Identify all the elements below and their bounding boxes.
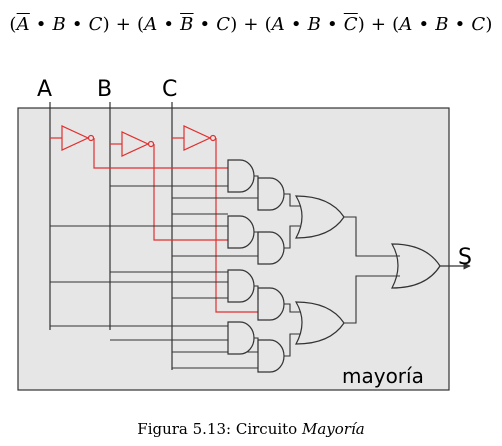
formula-plus: +	[370, 14, 387, 35]
formula-term-4: (A • B • C)	[392, 14, 493, 35]
or-gate-2	[294, 301, 345, 345]
and-gate-3	[227, 215, 255, 249]
input-bus	[49, 102, 173, 370]
formula-term-2: (A • B • C)	[136, 14, 238, 35]
figure-caption: Figura 5.13: Circuito Mayoría	[0, 420, 502, 438]
formula-term-3: (A • B • C)	[264, 14, 365, 35]
and-gate-4	[257, 231, 285, 265]
caption-prefix: Figura 5.13: Circuito	[137, 420, 298, 438]
input-label-b: B	[97, 77, 112, 102]
formula-plus: +	[243, 14, 259, 35]
and-gate-7	[227, 321, 255, 355]
block-label: mayoría	[342, 364, 424, 388]
formula-plus: +	[115, 14, 132, 35]
or-gate-1	[294, 195, 345, 239]
inverters	[50, 125, 217, 157]
caption-emphasis: Mayoría	[302, 420, 365, 438]
and-gate-8	[257, 339, 285, 373]
or-input-wires	[254, 175, 300, 357]
final-or-wires	[344, 216, 400, 324]
and-input-wires	[50, 185, 258, 369]
and-gate-6	[257, 287, 285, 321]
output-label-s: S	[458, 245, 472, 270]
or-gate-final	[390, 243, 441, 289]
input-label-a: A	[37, 77, 52, 102]
input-label-c: C	[162, 77, 177, 102]
and-gate-1	[227, 159, 255, 193]
and-gate-5	[227, 269, 255, 303]
inverter-wires	[93, 138, 258, 313]
or-gates	[294, 195, 441, 345]
and-gates	[227, 159, 285, 373]
and-gate-2	[257, 177, 285, 211]
formula-term-1: (A • B • C)	[9, 14, 110, 35]
formula: (A • B • C) + (A • B • C) + (A • B • C) …	[0, 14, 502, 35]
